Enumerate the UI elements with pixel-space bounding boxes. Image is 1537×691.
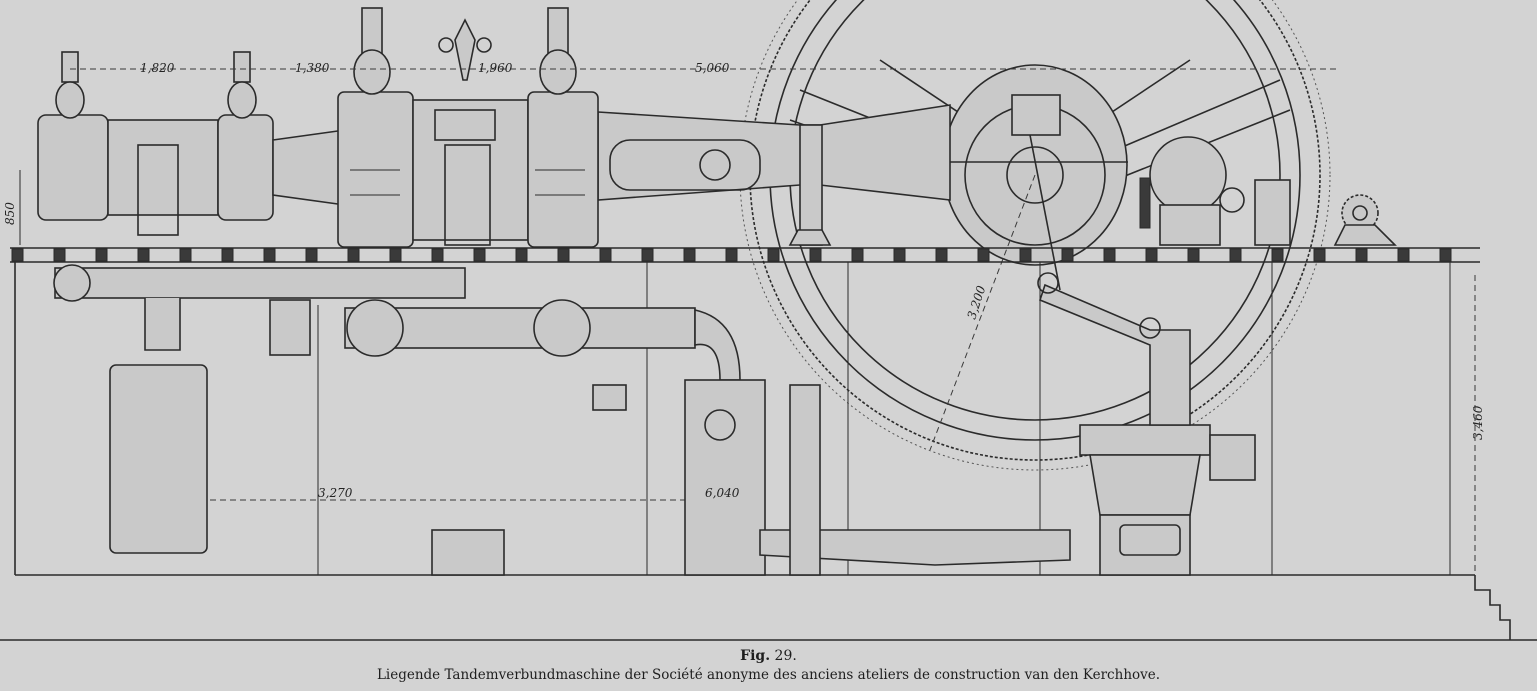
floor-block xyxy=(893,248,906,262)
valve-bonnets xyxy=(55,7,577,119)
floor-block xyxy=(95,248,108,262)
floor-block xyxy=(53,248,66,262)
figure-caption: Liegende Tandemverbundmaschine der Socié… xyxy=(376,667,1161,683)
dimension-label: 5,060 xyxy=(695,61,730,75)
floor-block xyxy=(473,248,486,262)
floor-block xyxy=(1061,248,1074,262)
dimension-lines xyxy=(19,68,1476,578)
floor-block xyxy=(683,248,696,262)
floor-block xyxy=(599,248,612,262)
floor-block xyxy=(1397,248,1410,262)
air-pump xyxy=(1037,272,1256,576)
floor-block xyxy=(1439,248,1452,262)
foundation xyxy=(0,262,1537,641)
floor-block xyxy=(221,248,234,262)
floor-block xyxy=(851,248,864,262)
engine-frame xyxy=(597,104,951,246)
dimension-label: 3,460 xyxy=(1471,405,1485,440)
dimension-label: 1,820 xyxy=(140,61,175,75)
floor-block xyxy=(11,248,24,262)
floor-block xyxy=(347,248,360,262)
floor-block xyxy=(1103,248,1116,262)
dimension-label: 3,270 xyxy=(318,486,353,500)
floor-block xyxy=(809,248,822,262)
figure-number: Fig. 29. xyxy=(0,648,1537,664)
floor-block xyxy=(935,248,948,262)
floor-block xyxy=(263,248,276,262)
dimension-label: 1,380 xyxy=(295,61,330,75)
floor-block xyxy=(1019,248,1032,262)
floor-block xyxy=(389,248,402,262)
floor-block xyxy=(557,248,570,262)
floor-block xyxy=(137,248,150,262)
auxiliary-gear xyxy=(1139,136,1397,246)
figure-number-label: Fig. xyxy=(740,648,771,664)
floor-block xyxy=(179,248,192,262)
floor-block xyxy=(977,248,990,262)
floor-block xyxy=(1313,248,1326,262)
floor-block xyxy=(305,248,318,262)
floor-block xyxy=(1187,248,1200,262)
dimension-label: 850 xyxy=(3,202,17,225)
floor-block xyxy=(725,248,738,262)
floor-beam xyxy=(10,247,1480,263)
floor-block xyxy=(515,248,528,262)
figure-number-value: 29. xyxy=(774,648,797,664)
floor-block xyxy=(767,248,780,262)
dimension-label: 1,960 xyxy=(478,61,513,75)
floor-block xyxy=(1145,248,1158,262)
floor-block xyxy=(641,248,654,262)
floor-block xyxy=(431,248,444,262)
cylinders xyxy=(37,91,599,248)
dimension-labels: 1,820 1,380 1,960 5,060 850 3,200 3,460 … xyxy=(3,61,1485,500)
floor-block xyxy=(1271,248,1284,262)
pipework xyxy=(53,264,1071,576)
floor-block xyxy=(1355,248,1368,262)
floor-block xyxy=(1229,248,1242,262)
dimension-label: 6,040 xyxy=(705,486,740,500)
dimension-label: 3,200 xyxy=(965,284,989,321)
